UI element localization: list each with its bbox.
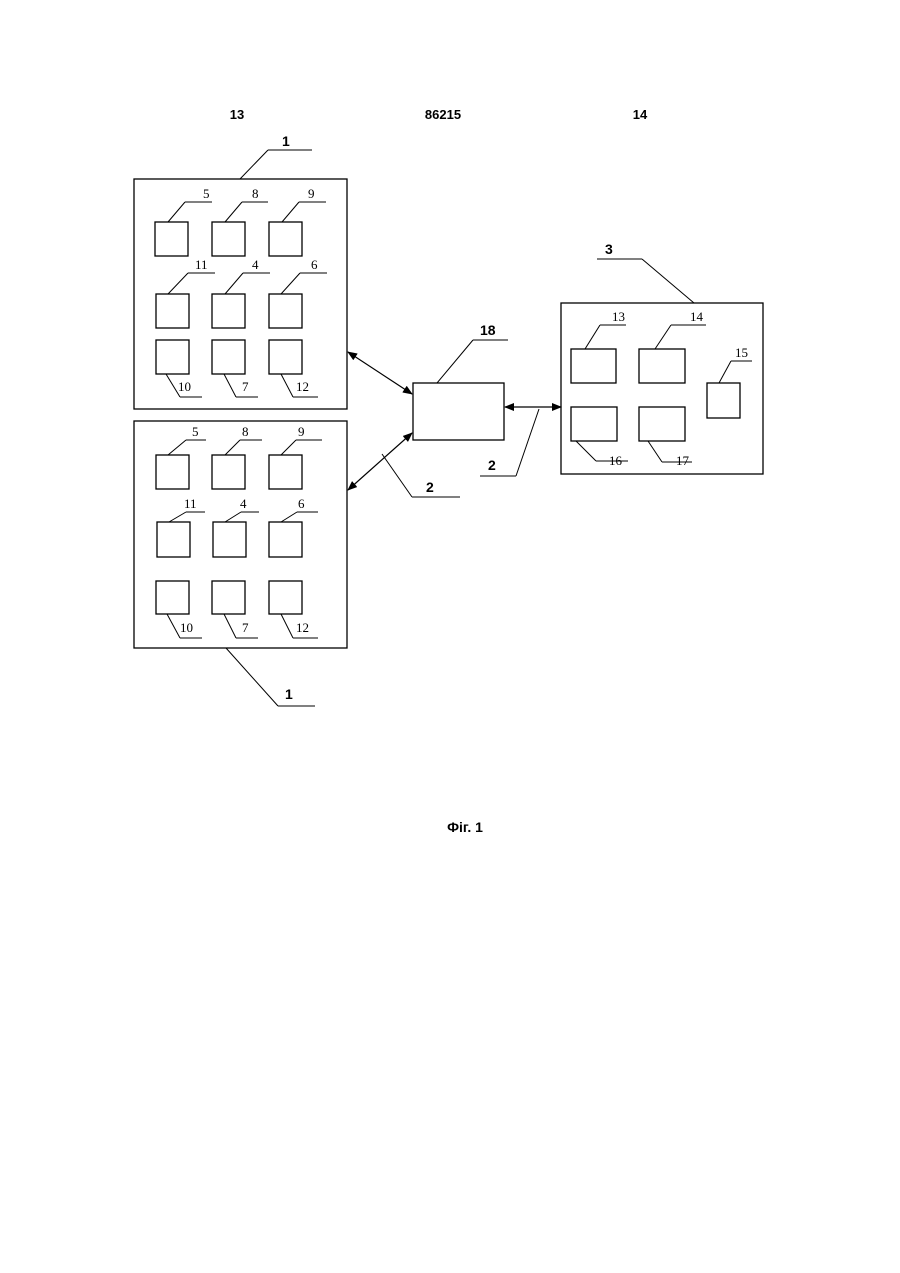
top-block-11 <box>156 294 189 328</box>
station-block-15 <box>707 383 740 418</box>
bottom-block-10 <box>156 581 189 614</box>
top-block-6 <box>269 294 302 328</box>
station-block-13 <box>571 349 616 383</box>
header-page-right: 14 <box>633 107 648 122</box>
bottom-block-9-label: 9 <box>298 424 305 439</box>
bottom-block-5 <box>156 455 189 489</box>
station-block-14-label: 14 <box>690 309 704 324</box>
bottom-block-4 <box>213 522 246 557</box>
station: 3 13 14 15 16 17 <box>561 241 763 474</box>
top-block-5-label: 5 <box>203 186 210 201</box>
bottom-block-11 <box>157 522 190 557</box>
hub-frame <box>413 383 504 440</box>
module-top-leader <box>240 150 268 179</box>
figure-caption: Фіг. 1 <box>447 819 483 835</box>
station-block-15-label: 15 <box>735 345 748 360</box>
top-block-12-label: 12 <box>296 379 309 394</box>
top-block-11-label: 11 <box>195 257 208 272</box>
station-block-16-label: 16 <box>609 453 623 468</box>
bottom-block-6 <box>269 522 302 557</box>
top-block-9-label: 9 <box>308 186 315 201</box>
station-frame <box>561 303 763 474</box>
header-page-left: 13 <box>230 107 244 122</box>
hub: 18 <box>413 322 508 440</box>
top-block-10-label: 10 <box>178 379 191 394</box>
top-block-4 <box>212 294 245 328</box>
top-block-10 <box>156 340 189 374</box>
module-top-label: 1 <box>282 133 290 149</box>
station-label: 3 <box>605 241 613 257</box>
module-bottom-label: 1 <box>285 686 293 702</box>
top-block-6-label: 6 <box>311 257 318 272</box>
bottom-block-8 <box>212 455 245 489</box>
link-right-label: 2 <box>488 457 496 473</box>
bottom-block-6-label: 6 <box>298 496 305 511</box>
hub-leader <box>437 340 473 383</box>
top-block-4-label: 4 <box>252 257 259 272</box>
bottom-block-5-label: 5 <box>192 424 199 439</box>
bottom-block-9 <box>269 455 302 489</box>
station-block-16 <box>571 407 617 441</box>
bottom-block-12-label: 12 <box>296 620 309 635</box>
bottom-block-12 <box>269 581 302 614</box>
station-block-17-label: 17 <box>676 453 690 468</box>
link-left-label: 2 <box>426 479 434 495</box>
top-block-8-label: 8 <box>252 186 259 201</box>
header-patent-number: 86215 <box>425 107 461 122</box>
bottom-block-11-label: 11 <box>184 496 197 511</box>
module-bottom-leader <box>226 648 278 706</box>
top-block-7 <box>212 340 245 374</box>
link-bottom-arrow <box>348 433 412 490</box>
link-top-arrow <box>348 352 412 394</box>
bottom-block-10-label: 10 <box>180 620 193 635</box>
links: 2 2 <box>348 352 561 497</box>
station-block-17 <box>639 407 685 441</box>
link-left-leader <box>382 454 412 497</box>
module-bottom: 1 5 8 9 11 4 6 10 7 12 <box>134 421 347 706</box>
top-block-9 <box>269 222 302 256</box>
top-block-12 <box>269 340 302 374</box>
top-block-8 <box>212 222 245 256</box>
bottom-block-4-label: 4 <box>240 496 247 511</box>
bottom-block-7-label: 7 <box>242 620 249 635</box>
top-block-7-label: 7 <box>242 379 249 394</box>
bottom-block-7 <box>212 581 245 614</box>
module-top: 1 5 8 9 11 4 6 10 7 12 <box>134 133 347 409</box>
top-block-5 <box>155 222 188 256</box>
station-block-13-label: 13 <box>612 309 625 324</box>
station-leader <box>642 259 694 303</box>
link-right-leader <box>516 409 539 476</box>
hub-label: 18 <box>480 322 496 338</box>
bottom-block-8-label: 8 <box>242 424 249 439</box>
station-block-14 <box>639 349 685 383</box>
